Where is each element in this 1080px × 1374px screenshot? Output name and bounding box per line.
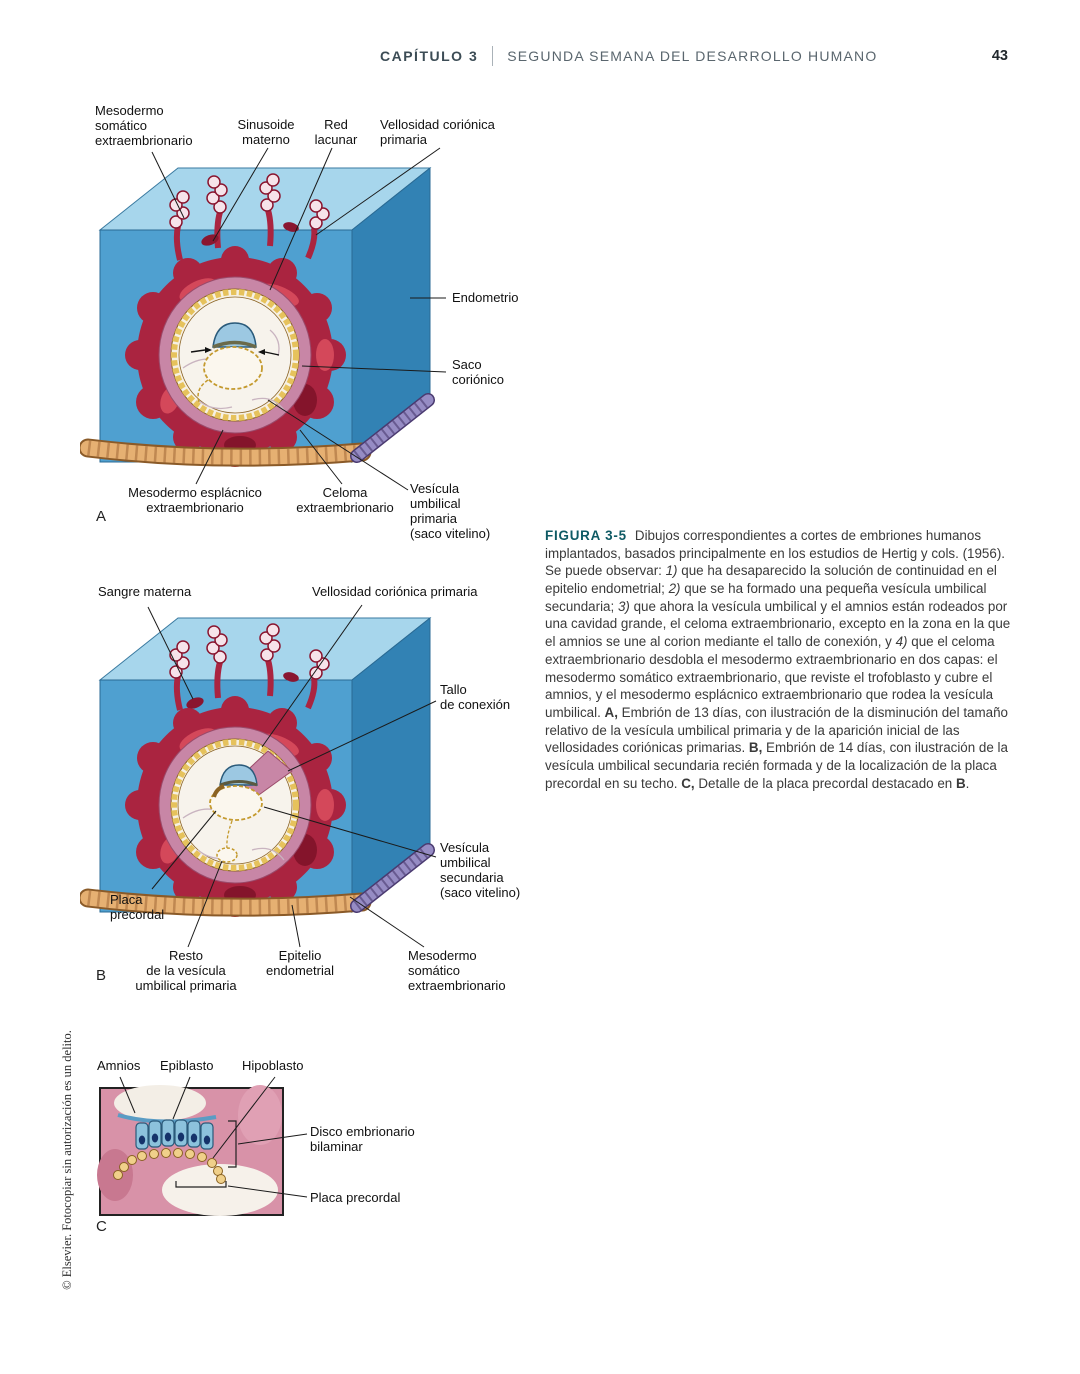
panel-a-illustration — [80, 147, 447, 491]
vesicle-lumen-c — [162, 1164, 278, 1216]
label-epitelio-endometrial: Epitelio endometrial — [266, 948, 334, 978]
maternal-sinusoids-a — [201, 222, 299, 246]
embryo-b — [209, 750, 293, 863]
chorionic-sac-a — [125, 173, 346, 467]
epiblast-cells — [135, 1119, 214, 1150]
label-vellosidad-a: Vellosidad coriónica primaria — [380, 117, 495, 147]
maternal-blood-b — [186, 672, 299, 709]
header-divider — [492, 46, 494, 66]
label-mesodermo-somatico-b: Mesodermo somático extraembrionario — [408, 948, 506, 993]
figure-panel-a: Mesodermo somático extraembrionario Sinu… — [80, 100, 540, 570]
primary-villi-a — [169, 173, 330, 230]
page-number: 43 — [991, 48, 1008, 64]
leader-lines-a — [151, 147, 447, 491]
label-sinusoide-materno: Sinusoide materno — [237, 117, 295, 147]
embryo-a — [190, 322, 280, 403]
figure-panel-c: Amnios Epiblasto Hipoblasto Disco embrio… — [80, 1055, 500, 1240]
figure-caption-label: FIGURA 3-5 — [545, 528, 627, 543]
chorionic-sac-b — [125, 623, 346, 917]
panel-letter-a: A — [96, 508, 107, 525]
prechordal-plate-b — [212, 784, 225, 798]
embryonic-disc-b — [219, 780, 258, 787]
label-endometrio: Endometrio — [452, 290, 519, 305]
primary-vesicle-remnant — [216, 847, 238, 863]
copyright-notice: © Elsevier. Fotocopiar sin autorización … — [60, 1030, 74, 1290]
label-red-lacunar: Red lacunar — [314, 117, 358, 147]
label-saco-corionico: Saco coriónico — [452, 357, 505, 387]
cell-ring-b — [171, 739, 299, 871]
leader-lines-c — [119, 1076, 308, 1198]
endometrial-epithelium-a — [80, 393, 435, 467]
primary-umbilical-vesicle — [203, 346, 263, 390]
primary-villi-b — [169, 623, 330, 680]
secondary-umbilical-vesicle — [209, 785, 263, 821]
leader-lines-b — [147, 604, 437, 948]
label-tallo-conexion: Tallo de conexión — [440, 682, 511, 712]
label-resto-vesicula: Resto de la vesícula umbilical primaria — [135, 948, 237, 993]
label-disco-embrionario: Disco embrionario bilaminar — [310, 1124, 415, 1154]
label-vesicula-primaria: Vesícula umbilical primaria (saco viteli… — [410, 481, 491, 541]
cell-ring-a — [171, 289, 299, 421]
figure-caption-text: Dibujos correspondientes a cortes de emb… — [545, 528, 1011, 791]
chapter-label: CAPÍTULO 3 — [380, 48, 479, 64]
label-placa-precordal-b: Placa precordal — [110, 892, 165, 922]
plate-bracket — [175, 1181, 227, 1188]
prechordal-plate-detail — [97, 1085, 284, 1216]
mesoderm-strands-a — [182, 329, 285, 411]
label-celoma: Celoma extraembrionario — [296, 485, 394, 515]
label-sangre-materna: Sangre materna — [98, 584, 192, 599]
label-vellosidad-b: Vellosidad coriónica primaria — [312, 584, 478, 599]
chapter-title: SEGUNDA SEMANA DEL DESARROLLO HUMANO — [507, 48, 878, 64]
label-hipoblasto: Hipoblasto — [242, 1058, 304, 1073]
panel-b-illustration — [80, 604, 437, 948]
amnion-a — [212, 322, 257, 348]
figure-panel-b: Sangre materna Vellosidad coriónica prim… — [80, 575, 550, 1015]
endometrial-epithelium-b — [80, 843, 435, 917]
hypoblast-cells — [113, 1148, 226, 1184]
panel-c-illustration — [97, 1076, 308, 1216]
embryonic-disc-a — [212, 340, 257, 349]
panel-letter-c: C — [96, 1218, 107, 1235]
disc-bracket — [228, 1120, 237, 1168]
amnion-b — [219, 764, 258, 786]
label-mesodermo-esplacnico: Mesodermo esplácnico extraembrionario — [128, 485, 262, 515]
panel-letter-b: B — [96, 967, 107, 984]
label-epiblasto: Epiblasto — [160, 1058, 214, 1073]
label-mesodermo-somatico-a: Mesodermo somático extraembrionario — [95, 103, 193, 148]
label-vesicula-secundaria: Vesícula umbilical secundaria (saco vite… — [440, 840, 521, 900]
label-placa-precordal-c: Placa precordal — [310, 1190, 401, 1205]
page-header: CAPÍTULO 3 SEGUNDA SEMANA DEL DESARROLLO… — [380, 46, 1008, 66]
label-amnios: Amnios — [97, 1058, 141, 1073]
